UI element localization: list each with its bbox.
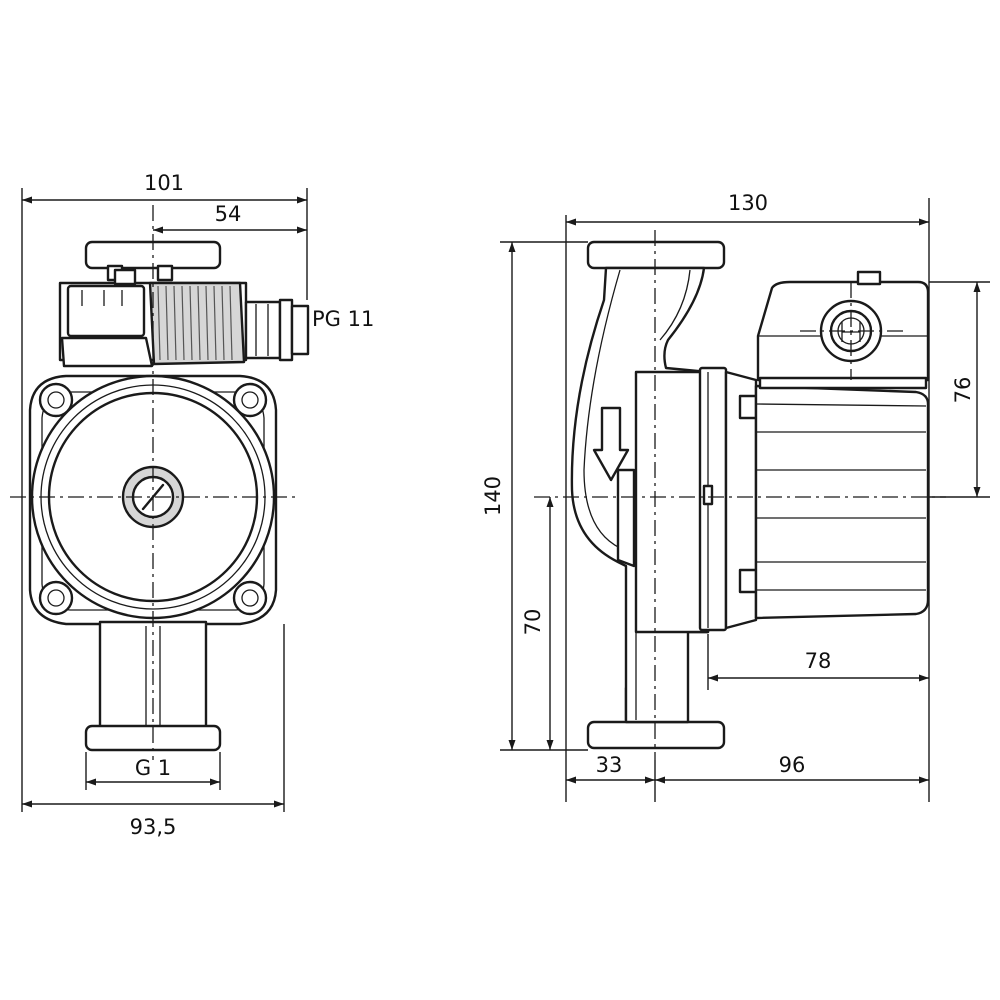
dim-height: 140 [481, 476, 505, 516]
dim-overall-width: 101 [144, 171, 184, 195]
bolt-bottom-left [38, 580, 74, 616]
dim-box-offset: 54 [215, 202, 242, 226]
dim-outlet-offset: 96 [779, 753, 806, 777]
dim-cable-gland: PG 11 [312, 307, 374, 331]
front-terminal-box [58, 268, 310, 368]
side-view: 130 140 76 70 78 33 96 [481, 191, 990, 802]
dim-length: 130 [728, 191, 768, 215]
dim-axis-height: 70 [521, 609, 545, 636]
dim-top-to-axis: 76 [951, 377, 975, 404]
dim-body-width: 93,5 [130, 815, 177, 839]
dim-thread: G 1 [135, 756, 171, 780]
side-motor [754, 384, 930, 620]
bolt-top-left [38, 382, 74, 418]
bolt-top-right [232, 382, 268, 418]
side-bottom-flange [586, 720, 726, 750]
bolt-bottom-right [232, 580, 268, 616]
cable-gland [244, 298, 310, 362]
dim-inlet-offset: 33 [596, 753, 623, 777]
side-top-flange [586, 240, 726, 270]
flow-direction-arrow [592, 406, 630, 482]
side-mid-flange [634, 370, 710, 634]
front-view: 101 54 PG 11 G 1 93,5 [10, 171, 374, 839]
dim-motor-length: 78 [805, 649, 832, 673]
side-terminal-box [756, 270, 930, 390]
